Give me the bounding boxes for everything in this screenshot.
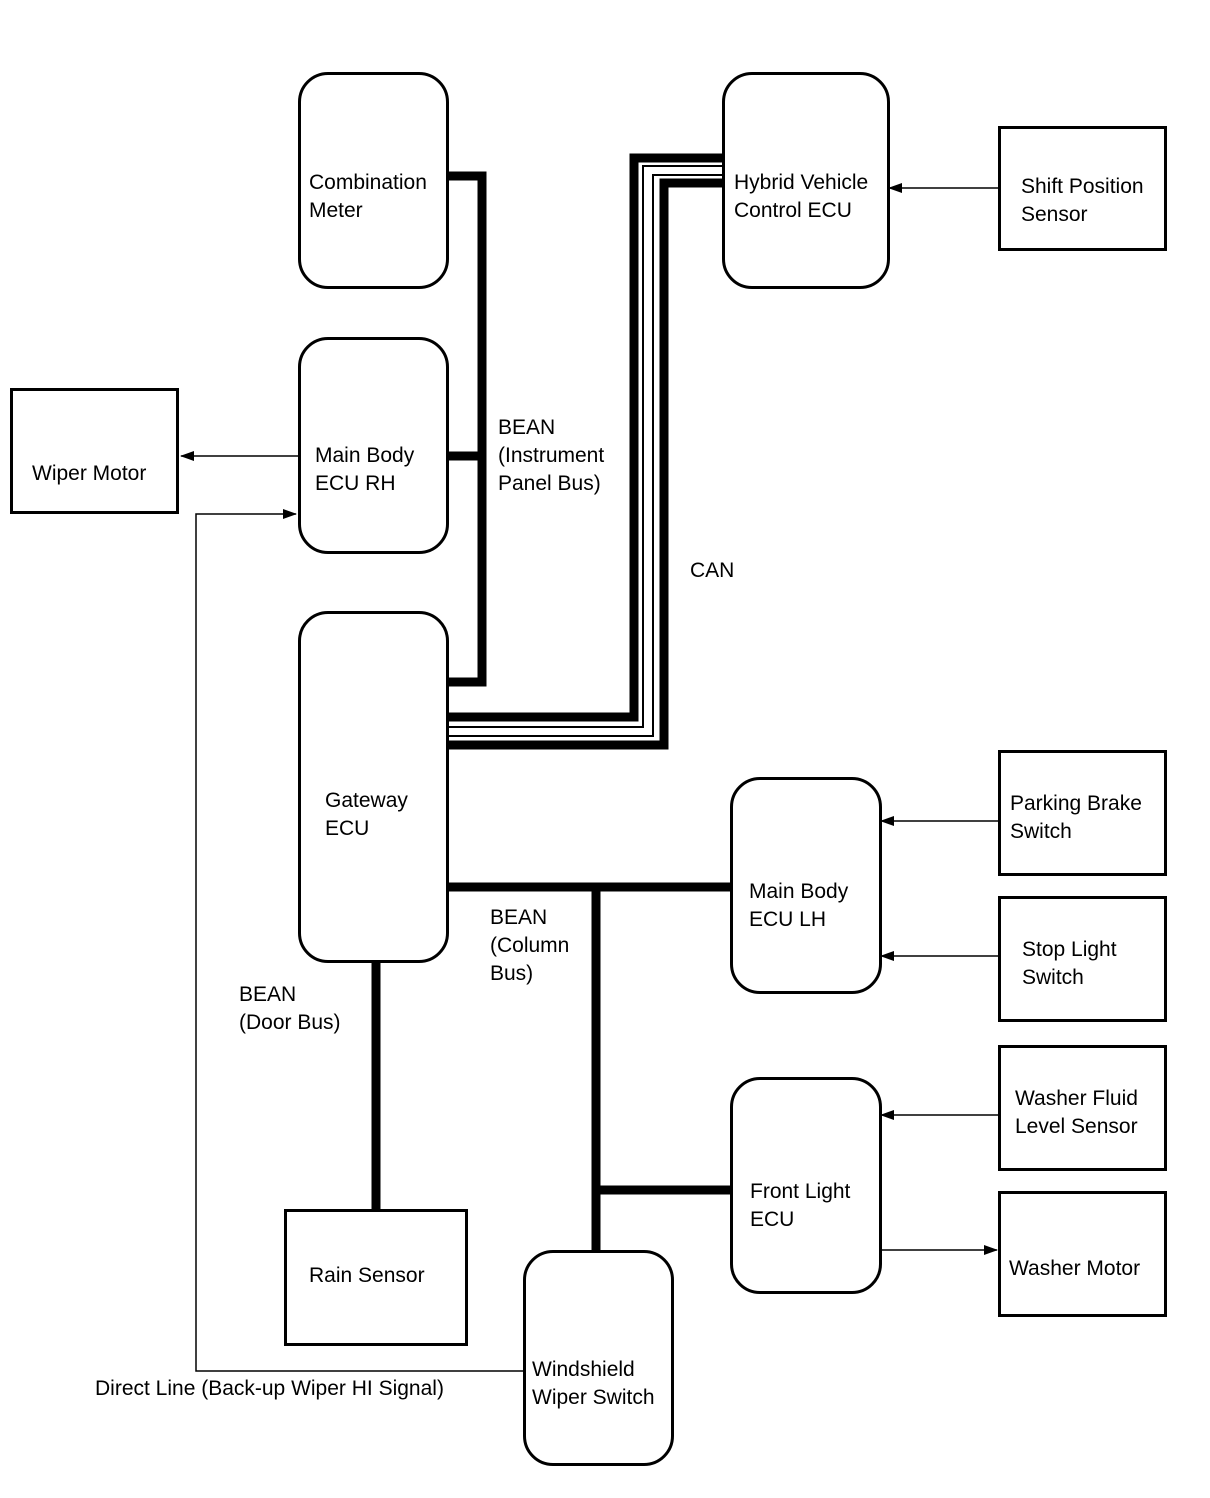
- main-body-ecu-lh-label: Main Body ECU LH: [749, 880, 849, 931]
- windshield-wiper-switch-label: Windshield Wiper Switch: [532, 1358, 655, 1409]
- wiper-motor-box: Wiper Motor: [10, 388, 179, 514]
- washer-motor-box: Washer Motor: [998, 1191, 1167, 1317]
- can-bus-line-thin-2: [448, 174, 722, 737]
- main-body-ecu-lh-box: Main Body ECU LH: [730, 777, 882, 994]
- bean-instrument-panel-bus-line: [448, 171, 487, 687]
- main-body-ecu-rh-label: Main Body ECU RH: [315, 444, 415, 495]
- rain-sensor-box: Rain Sensor: [284, 1209, 468, 1346]
- front-light-ecu-box: Front Light ECU: [730, 1077, 882, 1294]
- bean-column-bus-label: BEAN (Column Bus): [490, 906, 570, 985]
- wiper-motor-label: Wiper Motor: [32, 462, 147, 485]
- can-bus-line-inner: [448, 178, 722, 750]
- stop-light-switch-box: Stop Light Switch: [998, 896, 1167, 1022]
- stop-light-switch-label: Stop Light Switch: [1022, 938, 1117, 989]
- bean-column-bus-line: [448, 882, 730, 1250]
- washer-fluid-level-sensor-box: Washer Fluid Level Sensor: [998, 1045, 1167, 1171]
- can-bus-line-outer: [448, 153, 722, 722]
- gateway-ecu-label: Gateway ECU: [325, 789, 408, 840]
- direct-line-label: Direct Line (Back-up Wiper HI Signal): [95, 1377, 444, 1400]
- washer-motor-label: Washer Motor: [1009, 1257, 1141, 1280]
- direct-line: [195, 509, 523, 1372]
- gateway-ecu-box: Gateway ECU: [298, 611, 449, 963]
- main-body-ecu-rh-box: Main Body ECU RH: [298, 337, 449, 554]
- shift-position-sensor-label: Shift Position Sensor: [1021, 175, 1144, 226]
- rain-sensor-label: Rain Sensor: [309, 1264, 425, 1287]
- bean-door-bus-label: BEAN (Door Bus): [239, 983, 341, 1034]
- parking-brake-switch-label: Parking Brake Switch: [1010, 792, 1142, 843]
- combination-meter-label: Combination Meter: [309, 171, 427, 222]
- shift-position-sensor-box: Shift Position Sensor: [998, 126, 1167, 251]
- hybrid-vehicle-control-ecu-label: Hybrid Vehicle Control ECU: [734, 171, 869, 222]
- combination-meter-box: Combination Meter: [298, 72, 449, 289]
- front-light-ecu-label: Front Light ECU: [750, 1180, 851, 1231]
- washer-fluid-level-sensor-label: Washer Fluid Level Sensor: [1015, 1087, 1138, 1138]
- hybrid-vehicle-control-ecu-box: Hybrid Vehicle Control ECU: [722, 72, 890, 289]
- parking-brake-switch-box: Parking Brake Switch: [998, 750, 1167, 876]
- windshield-wiper-switch-box: Windshield Wiper Switch: [523, 1250, 674, 1466]
- can-bus-line-thin-1: [448, 165, 722, 728]
- bean-instrument-panel-bus-label: BEAN (Instrument Panel Bus): [498, 416, 605, 495]
- can-bus-label: CAN: [690, 559, 735, 582]
